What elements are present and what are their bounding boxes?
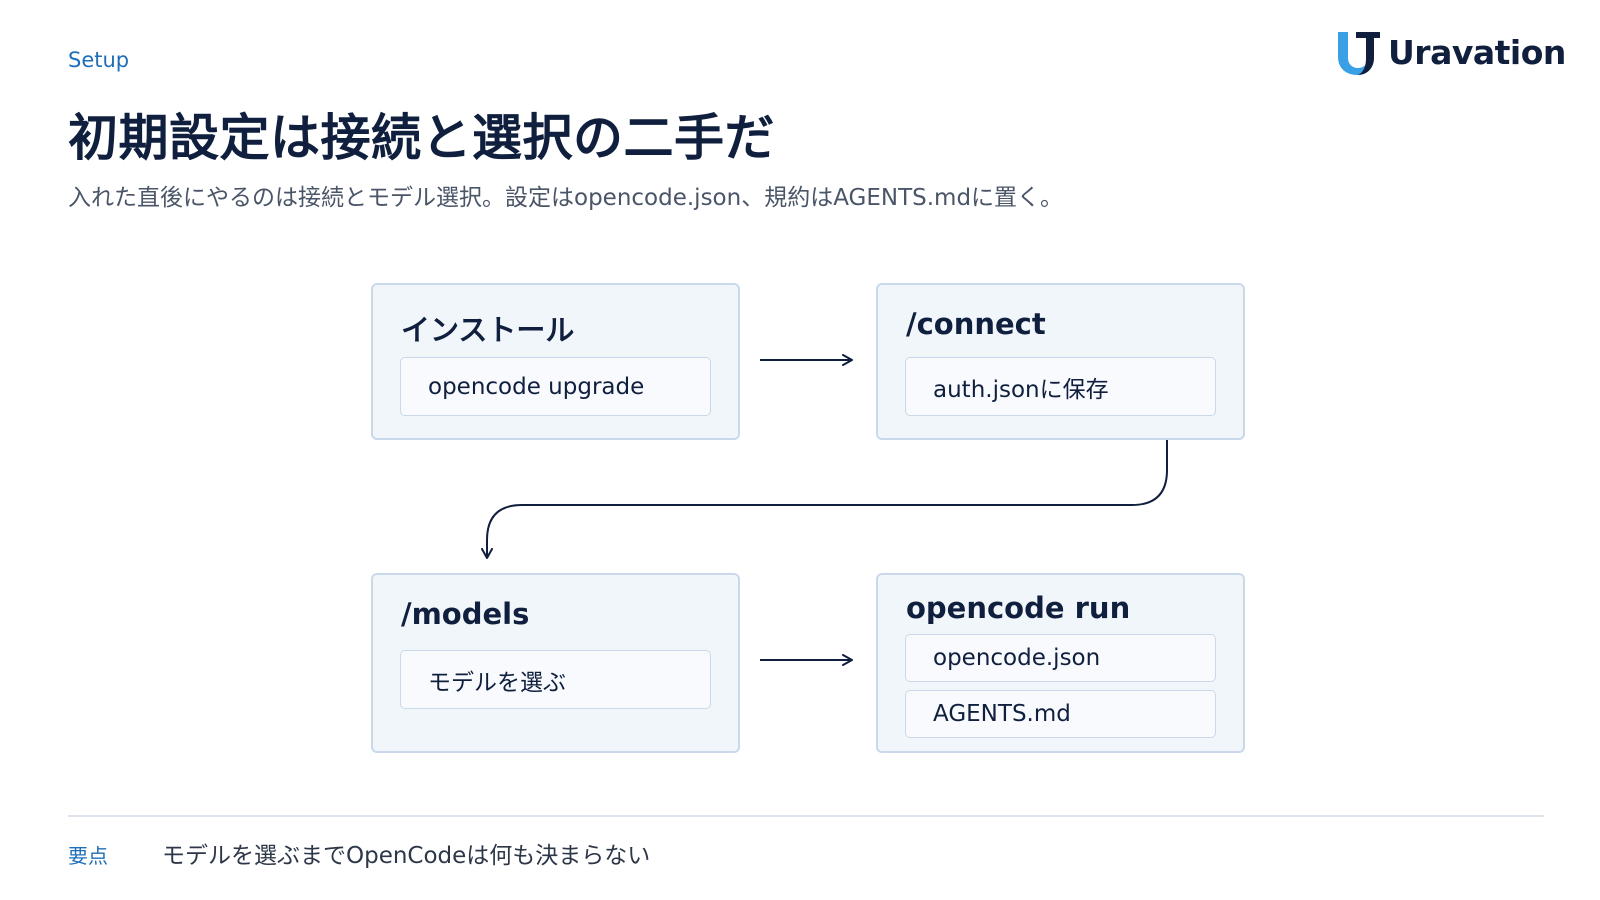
step-title: インストール (401, 313, 575, 347)
page-subtitle: 入れた直後にやるのは接続とモデル選択。設定はopencode.json、規約はA… (68, 185, 1064, 211)
brand-logo: Uravation (1334, 28, 1566, 76)
step-item: モデルを選ぶ (400, 650, 711, 709)
arrow-down-connector (481, 440, 1168, 559)
step-card-run: opencode run opencode.json AGENTS.md (876, 573, 1245, 753)
brand-name: Uravation (1388, 32, 1566, 72)
step-card-models: /models モデルを選ぶ (371, 573, 740, 753)
section-label: Setup (68, 48, 130, 72)
step-item: opencode.json (905, 634, 1216, 682)
step-item: auth.jsonに保存 (905, 357, 1216, 416)
key-point-text: モデルを選ぶまでOpenCodeは何も決まらない (162, 843, 651, 869)
footer-divider (68, 815, 1544, 817)
step-card-install: インストール opencode upgrade (371, 283, 740, 440)
step-title: /connect (906, 307, 1046, 341)
key-point-label: 要点 (68, 844, 108, 868)
step-card-connect: /connect auth.jsonに保存 (876, 283, 1245, 440)
step-title: opencode run (906, 591, 1131, 625)
step-item: AGENTS.md (905, 690, 1216, 738)
step-item: opencode upgrade (400, 357, 711, 416)
page-title: 初期設定は接続と選択の二手だ (68, 109, 775, 167)
uravation-logo-icon (1338, 32, 1380, 75)
step-title: /models (401, 597, 530, 631)
